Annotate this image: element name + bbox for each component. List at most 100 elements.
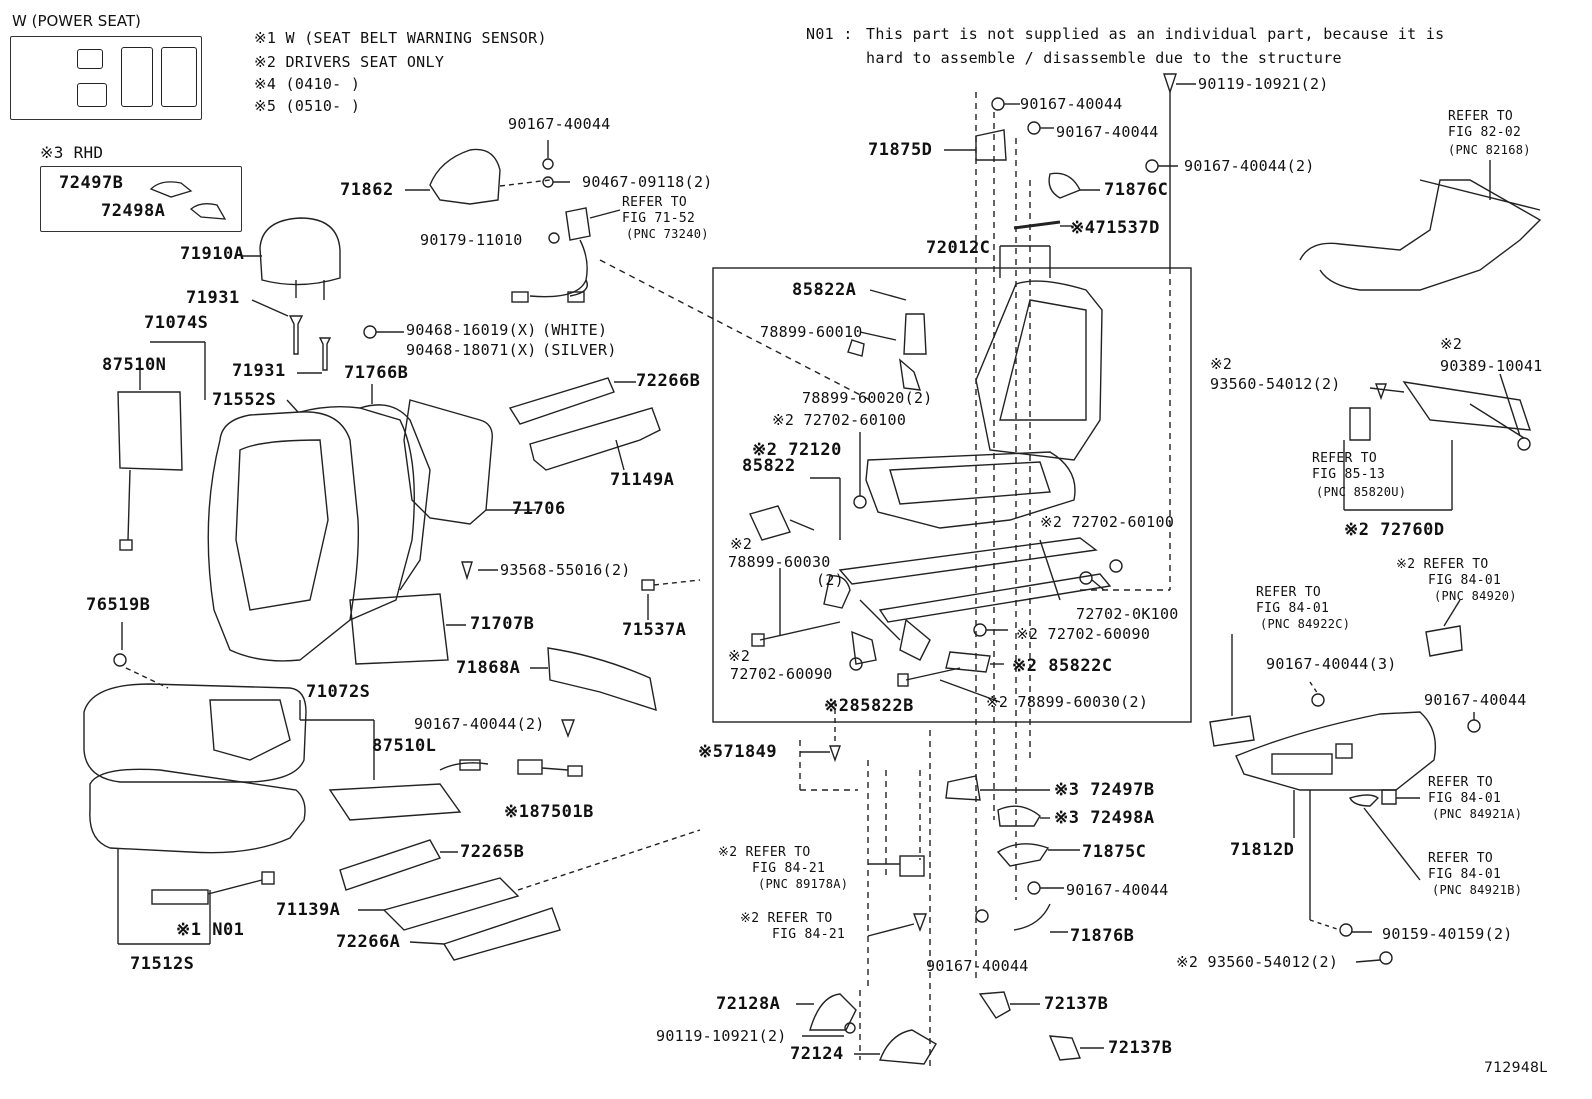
part-label: 78899-60020(2) (802, 389, 933, 407)
recliner-cover (429, 148, 501, 205)
part-label: 90159-40159(2) (1382, 925, 1513, 943)
part-label: 76519B (86, 595, 151, 615)
note-4: ※4 (0410- ) (254, 75, 361, 93)
part-label: ※2 72702-60100 (1040, 513, 1175, 531)
part-label: 90167-40044 (1020, 95, 1123, 113)
refer-text: (PNC 82168) (1448, 143, 1531, 157)
part-label: 90467-09118(2) (582, 173, 713, 191)
part-label: 90167-40044 (508, 115, 611, 133)
part-label: ※2 72120 (752, 440, 842, 460)
note-n01-tag: N01 : (806, 25, 853, 43)
part-label: 72702-60090 (730, 665, 833, 683)
note-n01-line1: This part is not supplied as an individu… (866, 25, 1445, 43)
part-label: 71931 (232, 361, 286, 381)
part-label: 90167-40044 (1056, 123, 1159, 141)
part-label: 90167-40044 (926, 957, 1029, 975)
part-label: 90119-10921(2) (656, 1027, 787, 1045)
refer-text: REFER TO (1428, 851, 1494, 866)
refer-text: (PNC 84921A) (1432, 807, 1523, 821)
part-label: ※187501B (504, 802, 594, 822)
refer-text: FIG 84-01 (1428, 867, 1502, 882)
part-label: 71876B (1070, 926, 1135, 946)
part-label: ※2 72760D (1344, 520, 1445, 540)
refer-text: ※2 REFER TO (718, 845, 811, 860)
wire-harness-82168 (1299, 179, 1542, 291)
refer-text: REFER TO (1312, 451, 1378, 466)
part-label: 71706 (512, 499, 566, 519)
trim-cover-71149A (529, 407, 661, 471)
seatback-cover (207, 411, 360, 662)
part-label: 85822A (792, 280, 857, 300)
part-label: 90167-40044(3) (1266, 655, 1397, 673)
part-label: 72498A (101, 201, 166, 221)
part-label: ※2 85822C (1012, 656, 1113, 676)
switch-icon (77, 83, 107, 107)
part-label: 71910A (180, 244, 245, 264)
part-label: 90468-18071(X) (406, 341, 537, 359)
part-label: 93568-55016(2) (500, 561, 631, 579)
part-label: ※2 72702-60100 (772, 411, 907, 429)
part-label: 71875C (1082, 842, 1147, 862)
note-2: ※2 DRIVERS SEAT ONLY (254, 53, 445, 71)
refer-text: ※2 REFER TO (740, 911, 833, 926)
legend-rhd-title: ※3 RHD (40, 143, 104, 162)
refer-text: REFER TO (622, 195, 688, 210)
part-label: 90167-40044 (1424, 691, 1527, 709)
part-label: 71552S (212, 390, 277, 410)
part-label: 90468-16019(X) (406, 321, 537, 339)
refer-text: FIG 84-01 (1428, 791, 1502, 806)
seatback-board (403, 399, 493, 525)
refer-text: REFER TO (1448, 109, 1514, 124)
part-label: ※571849 (698, 742, 778, 762)
refer-text: (PNC 85820U) (1316, 485, 1407, 499)
figure-id: 712948L (1484, 1060, 1548, 1076)
part-label: 90167-40044(2) (1184, 157, 1315, 175)
part-label: 90389-10041 (1440, 357, 1543, 375)
refer-text: (PNC 89178A) (758, 877, 849, 891)
part-label: ※2 (1210, 355, 1233, 373)
refer-text: (PNC 84920) (1434, 589, 1517, 603)
part-label: 90179-11010 (420, 231, 523, 249)
refer-text: REFER TO (1428, 775, 1494, 790)
part-label: 72497B (59, 173, 124, 193)
part-label: 72137B (1108, 1038, 1173, 1058)
refer-text: FIG 82-02 (1448, 125, 1522, 140)
switch-icon (161, 47, 197, 107)
note-1: ※1 W (SEAT BELT WARNING SENSOR) (254, 29, 547, 47)
part-label: 71512S (130, 954, 195, 974)
part-label: 72012C (926, 238, 991, 258)
refer-text: FIG 84-21 (752, 861, 826, 876)
note-5: ※5 (0510- ) (254, 97, 361, 115)
rail-cover-72128A (809, 993, 857, 1031)
part-label: ※1 N01 (176, 920, 245, 940)
seatback-frame (975, 280, 1103, 461)
part-note: (SILVER) (542, 341, 617, 359)
refer-text: REFER TO (1256, 585, 1322, 600)
part-label: 71139A (276, 900, 341, 920)
part-label: 71149A (610, 470, 675, 490)
seatbelt-buckle (565, 207, 591, 241)
part-label: ※285822B (824, 696, 914, 716)
part-label: 85822 (742, 456, 796, 476)
seat-side-cover-71812D (1235, 711, 1437, 791)
part-label: 93560-54012(2) (1210, 375, 1341, 393)
part-label: 78899-60030 (728, 553, 831, 571)
part-label: 71766B (344, 363, 409, 383)
part-label: 87510N (102, 355, 167, 375)
seat-rail-lower (878, 573, 1112, 623)
part-label: 72265B (460, 842, 525, 862)
part-label: 72266A (336, 932, 401, 952)
legend-rhd-box: 72497B 72498A (40, 166, 242, 232)
part-note: (WHITE) (542, 321, 608, 339)
refer-text: ※2 REFER TO (1396, 557, 1489, 572)
part-label: 72124 (790, 1044, 844, 1064)
cushion-heater (328, 783, 462, 821)
part-label: ※2 93560-54012(2) (1176, 953, 1339, 971)
part-label: 71876C (1104, 180, 1169, 200)
side-shield-71868A (547, 647, 657, 712)
part-label: 90167-40044(2) (414, 715, 545, 733)
part-label: 90167-40044 (1066, 881, 1169, 899)
part-label: 72137B (1044, 994, 1109, 1014)
part-label: ※2 (730, 535, 753, 553)
